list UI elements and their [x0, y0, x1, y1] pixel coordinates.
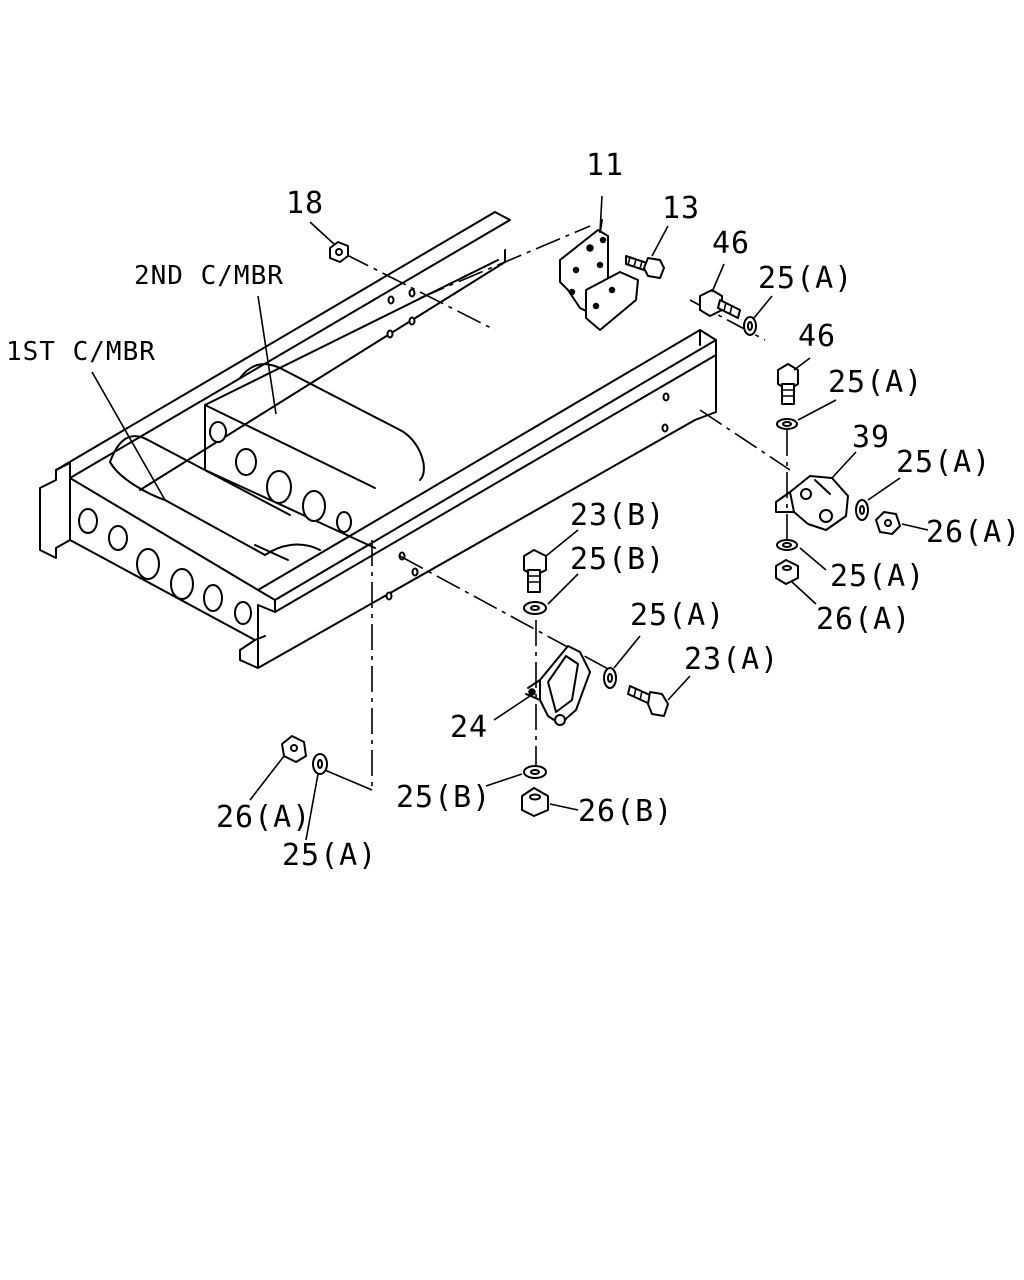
- left-frame-rail: [39, 211, 511, 669]
- callout-26a-2: 26(A): [816, 602, 912, 637]
- bracket-24-icon: [525, 645, 591, 726]
- callout-11: 11: [586, 148, 625, 183]
- callout-24: 24: [450, 710, 489, 745]
- label-2nd-cross-member: 2ND C/MBR: [134, 261, 284, 291]
- callout-26a-1: 26(A): [926, 515, 1022, 550]
- callout-39: 39: [852, 420, 891, 455]
- nut-26a-1-icon: [875, 511, 901, 535]
- bracket-11-icon: [559, 219, 639, 331]
- callout-25a-4: 25(A): [830, 559, 926, 594]
- washer-25a-1-icon: [743, 316, 757, 336]
- washer-25b-2-icon: [523, 765, 547, 779]
- callout-46-lower: 46: [798, 319, 837, 354]
- callout-25a-3: 25(A): [896, 445, 992, 480]
- cross-members: [109, 259, 499, 561]
- bolt-23b-icon: [523, 549, 547, 593]
- callout-46-upper: 46: [712, 226, 751, 261]
- callout-25b-1: 25(B): [570, 542, 666, 577]
- callout-25b-2: 25(B): [396, 780, 492, 815]
- washer-25a-3-icon: [855, 499, 869, 521]
- washer-25a-4-icon: [776, 539, 798, 551]
- label-1st-cross-member: 1ST C/MBR: [6, 337, 156, 367]
- callout-25a-2: 25(A): [828, 365, 924, 400]
- leader-lines: [91, 195, 929, 841]
- callout-26a-3: 26(A): [216, 800, 312, 835]
- callout-25a-5: 25(A): [630, 598, 726, 633]
- callout-25a-1: 25(A): [758, 261, 854, 296]
- washer-25a-5-icon: [603, 667, 617, 689]
- bolt-13-icon: [625, 255, 665, 279]
- nut-18-icon: [329, 241, 349, 263]
- right-frame-rail: [257, 329, 717, 669]
- left-rail-holes: [386, 288, 416, 339]
- bolt-23a-icon: [627, 685, 669, 717]
- washer-25a-6-icon: [312, 753, 328, 775]
- bolt-46-upper-icon: [699, 289, 741, 319]
- callout-23b: 23(B): [570, 498, 666, 533]
- callout-25a-6: 25(A): [282, 838, 378, 873]
- callout-13: 13: [662, 191, 701, 226]
- washer-25b-1-icon: [523, 601, 547, 615]
- callout-26b: 26(B): [578, 794, 674, 829]
- center-lines: [319, 225, 791, 791]
- callout-23a: 23(A): [684, 642, 780, 677]
- bracket-39-icon: [775, 475, 849, 531]
- nut-26a-2-icon: [775, 559, 799, 585]
- bolt-46-lower-icon: [777, 363, 799, 405]
- nut-26a-3-icon: [281, 735, 307, 763]
- nut-26b-icon: [521, 787, 549, 817]
- washer-25a-2-icon: [776, 418, 798, 430]
- callout-18: 18: [286, 186, 325, 221]
